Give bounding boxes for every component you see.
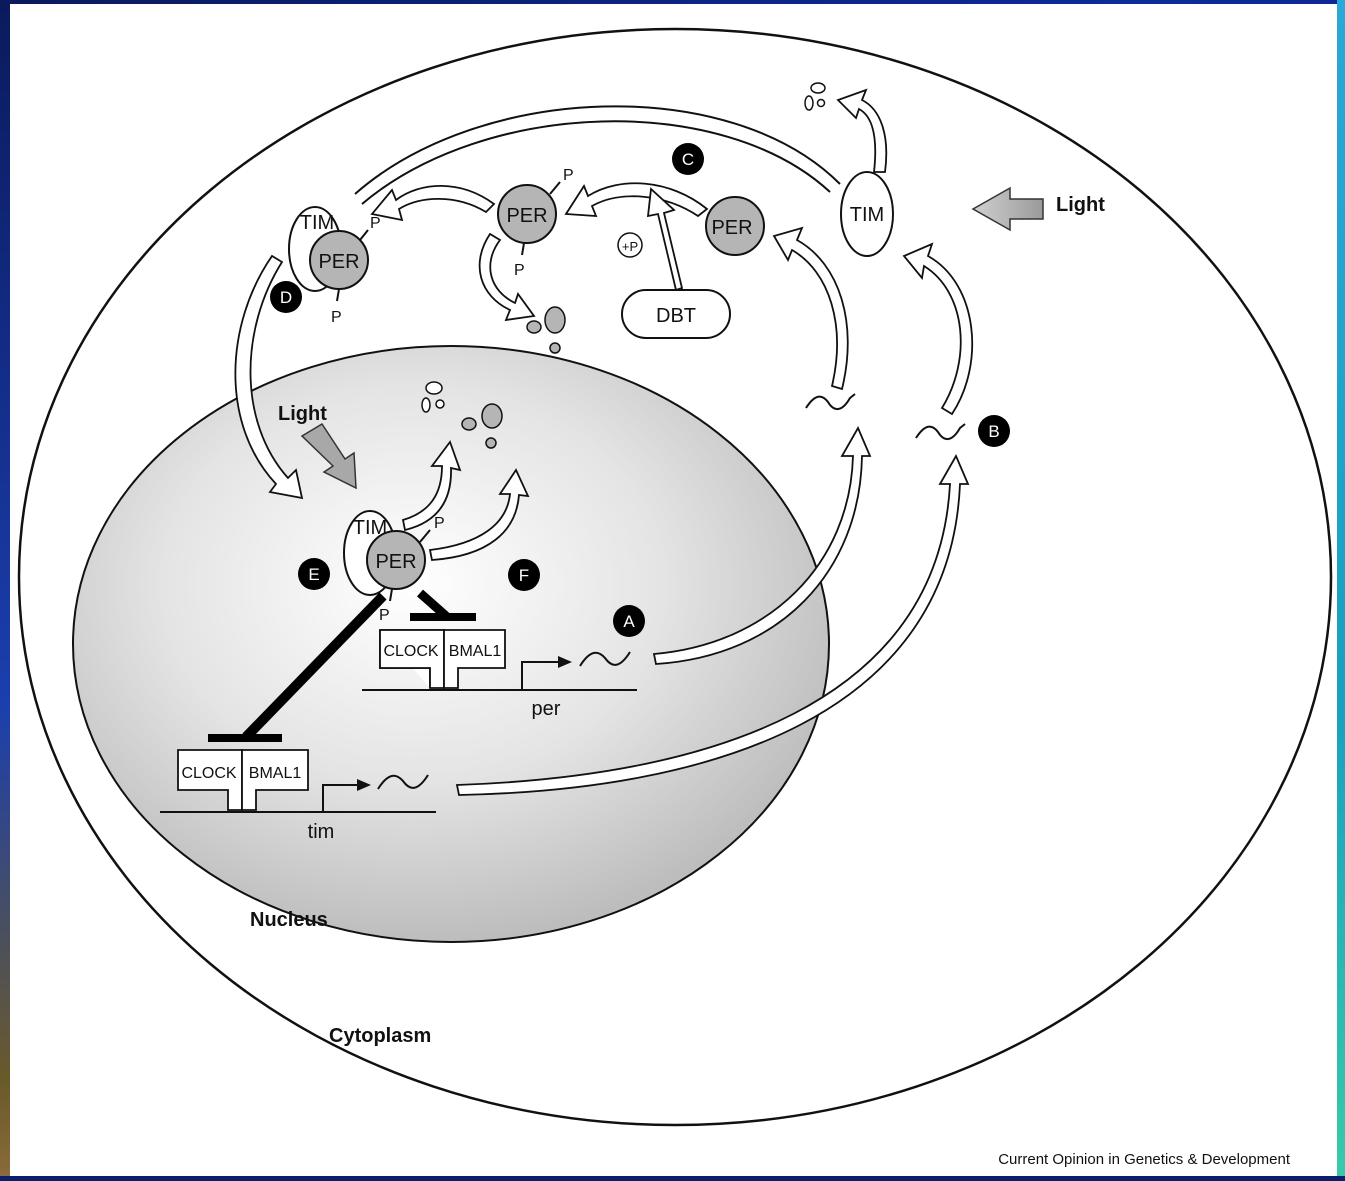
- tim-degradation-arrow-top: [836, 88, 888, 173]
- svg-text:+P: +P: [622, 239, 638, 254]
- repression-tim-gene: [208, 592, 387, 742]
- per-mrna-export-arrow: [652, 425, 872, 665]
- svg-text:C: C: [682, 150, 694, 169]
- marker-e: E: [298, 558, 330, 590]
- complex-formation-arrow: [370, 185, 496, 222]
- svg-text:DBT: DBT: [656, 305, 696, 327]
- marker-f: F: [508, 559, 540, 591]
- nucleus-label: Nucleus: [250, 909, 328, 931]
- marker-d: D: [270, 281, 302, 313]
- per-degradation-arrow: [478, 232, 536, 322]
- tim-gene-promoter: CLOCK BMAL1: [160, 749, 436, 813]
- svg-text:CLOCK: CLOCK: [181, 765, 236, 782]
- light-arrow-cytoplasm: [971, 186, 1044, 232]
- marker-a: A: [613, 605, 645, 637]
- svg-text:CLOCK: CLOCK: [383, 643, 438, 660]
- plus-p-badge: +P: [617, 232, 643, 258]
- per-gene-promoter: CLOCK BMAL1: [362, 629, 637, 691]
- svg-text:E: E: [308, 565, 319, 584]
- light-arrow-nucleus: [300, 422, 357, 490]
- circadian-clock-diagram: Light Light TIM PER DBT: [17, 27, 1333, 1168]
- tim-gene-label: tim: [308, 821, 335, 843]
- per-degradation-fragments: [526, 306, 566, 354]
- tim-per-complex-cytoplasm: TIM PER P P: [288, 206, 381, 326]
- svg-text:PER: PER: [506, 205, 547, 227]
- svg-text:D: D: [280, 288, 292, 307]
- svg-text:PER: PER: [318, 251, 359, 273]
- tim-per-complex-nucleus: TIM PER P P: [343, 510, 445, 624]
- tim-mrna-export-arrow: [455, 453, 970, 796]
- repression-per-gene: [410, 589, 476, 621]
- svg-text:P: P: [370, 215, 381, 232]
- svg-text:P: P: [379, 607, 390, 624]
- svg-text:BMAL1: BMAL1: [249, 765, 302, 782]
- svg-text:PER: PER: [711, 217, 752, 239]
- figure-credit: Current Opinion in Genetics & Developmen…: [998, 1151, 1291, 1168]
- svg-text:BMAL1: BMAL1: [449, 643, 502, 660]
- tim-mrna-cytoplasm: [915, 423, 966, 440]
- per-protein-cytoplasm-right: PER: [705, 196, 765, 256]
- svg-text:A: A: [623, 612, 635, 631]
- light-label-nucleus: Light: [278, 403, 327, 425]
- svg-text:TIM: TIM: [353, 517, 387, 539]
- svg-text:F: F: [519, 566, 529, 585]
- dbt-kinase: DBT: [621, 289, 731, 339]
- marker-c: C: [672, 143, 704, 175]
- nuclear-entry-arrow: [234, 254, 304, 500]
- right-decorative-stripe: [1337, 0, 1345, 1176]
- left-decorative-stripe: [0, 0, 10, 1176]
- figure-panel: Light Light TIM PER DBT: [10, 4, 1337, 1176]
- svg-text:TIM: TIM: [300, 212, 334, 234]
- per-protein-phosphorylated: PER P P: [497, 167, 574, 279]
- svg-text:TIM: TIM: [850, 204, 884, 226]
- marker-b: B: [978, 415, 1010, 447]
- tim-protein-cytoplasm: TIM: [840, 171, 894, 257]
- per-mrna-cytoplasm: [805, 393, 856, 410]
- svg-text:P: P: [514, 262, 525, 279]
- per-gene-label: per: [532, 698, 561, 720]
- svg-text:P: P: [331, 309, 342, 326]
- translation-arrows: [772, 226, 974, 416]
- svg-text:B: B: [988, 422, 999, 441]
- svg-text:P: P: [563, 167, 574, 184]
- top-arc-arrow: [354, 105, 841, 205]
- svg-text:P: P: [434, 515, 445, 532]
- dbt-arrow: [646, 187, 684, 292]
- svg-text:PER: PER: [375, 551, 416, 573]
- cytoplasm-label: Cytoplasm: [329, 1025, 431, 1047]
- tim-degradation-fragments-top: [804, 82, 826, 111]
- nuclear-degradation-arrows: [401, 440, 530, 561]
- per-degradation-fragments-nucleus: [461, 403, 503, 449]
- light-label-cytoplasm: Light: [1056, 194, 1105, 216]
- tim-degradation-fragments-nucleus: [421, 381, 445, 413]
